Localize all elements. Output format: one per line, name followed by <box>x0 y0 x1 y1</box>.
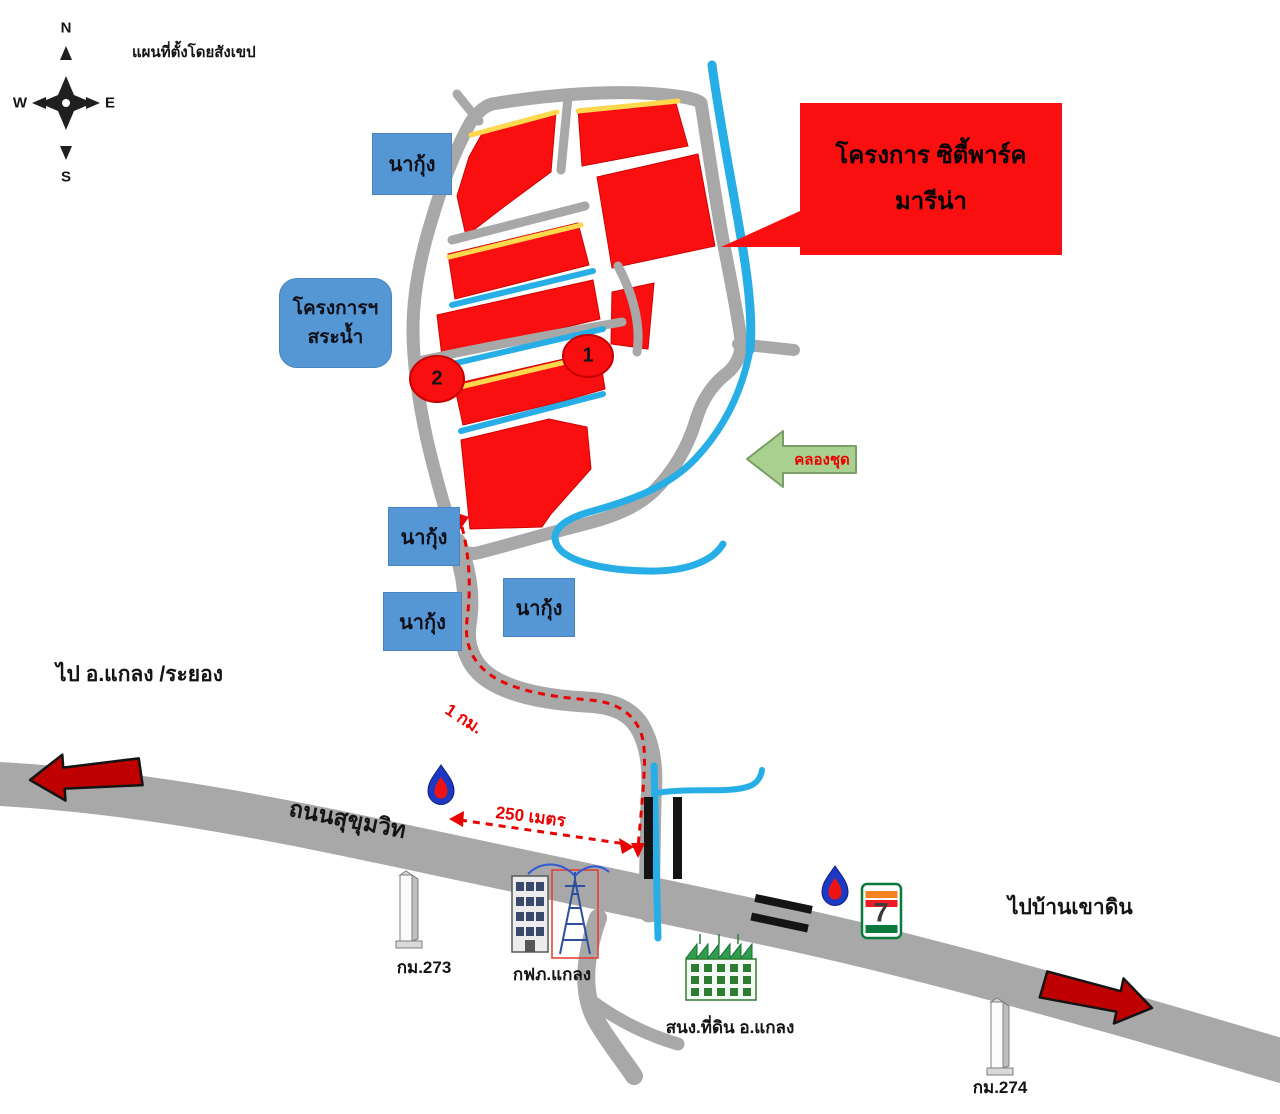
direction-west-label: ไป อ.แกลง /ระยอง <box>56 663 223 686</box>
project-callout-line2: มารีน่า <box>894 188 968 215</box>
inner-canal <box>458 391 606 434</box>
power-lines <box>527 863 610 877</box>
km273-label: กม.273 <box>396 958 452 977</box>
plot-polygon <box>436 279 601 358</box>
callout-pointer <box>721 211 800 247</box>
route-dashed-line <box>459 526 646 849</box>
plot-polygon <box>596 153 716 269</box>
inner-canal <box>449 268 596 308</box>
direction-arrow-west <box>28 753 144 802</box>
km274-label: กม.274 <box>972 1078 1028 1097</box>
compass-e-label: E <box>104 94 116 112</box>
canal-loop <box>551 346 754 575</box>
plot-polygon <box>456 111 557 237</box>
bridge-marker-canal <box>644 797 682 879</box>
tower-highlight-box <box>551 869 599 959</box>
km273-post-icon <box>395 870 423 949</box>
project-pond-label: โครงการฯ สระน้ำ <box>279 278 392 368</box>
compass-south-arrow <box>60 146 72 160</box>
land-office-icon <box>685 934 757 1001</box>
gas-station-flame-icon-east <box>821 865 849 906</box>
route-arrowheads <box>449 511 645 858</box>
canal-arrow-label: คลองชุด <box>794 451 850 469</box>
shrimp-farm-text: นากุ้ง <box>515 597 563 620</box>
project-plots <box>436 99 716 530</box>
direction-east-label: ไปบ้านเขาดิน <box>1008 896 1133 919</box>
pea-label: กฟภ.แกลง <box>512 965 592 984</box>
compass-n-label: N <box>60 19 72 37</box>
seven-eleven-icon <box>860 882 903 940</box>
project-callout-line1: โครงการ ซิตี้พาร์ค <box>835 142 1027 170</box>
pea-office-icon <box>511 863 610 959</box>
direction-arrow-east <box>1038 970 1154 1025</box>
pond-text-line1: โครงการฯ <box>292 297 379 319</box>
plot-polygon <box>447 222 590 300</box>
shrimp-farm-text: นากุ้ง <box>400 526 448 549</box>
km274-post-icon <box>986 997 1014 1076</box>
sukhumvit-road <box>0 761 1280 1084</box>
map-note: แผนที่ตั้งโดยสังเขป <box>132 44 256 61</box>
plot-1-number: 1 <box>582 344 594 367</box>
compass-north-arrow <box>60 46 72 60</box>
shrimp-farm-label-4: นากุ้ง <box>503 578 575 637</box>
south-branch-road <box>577 909 643 1085</box>
plot-polygon <box>460 418 592 530</box>
plot-2-number: 2 <box>431 367 443 390</box>
shrimp-farm-label-3: นากุ้ง <box>383 592 462 651</box>
plot-number-markers <box>409 334 614 403</box>
waterways <box>436 60 765 942</box>
compass-w-label: W <box>12 94 28 112</box>
river <box>707 60 756 355</box>
compass-s-label: S <box>60 168 72 186</box>
seven-eleven-number: 7 <box>873 897 889 928</box>
compass-rose <box>32 46 100 160</box>
south-spur-road <box>583 993 685 1051</box>
project-callout: โครงการ ซิตี้พาร์ค มารีน่า <box>800 103 1062 255</box>
project-access-road <box>445 532 663 923</box>
canal-arrow <box>746 430 857 488</box>
land-office-label: สนง.ที่ดิน อ.แกลง <box>665 1018 795 1037</box>
canal-branch <box>653 767 765 796</box>
bridge-marker-road <box>750 894 813 933</box>
inner-canal <box>436 326 606 370</box>
shrimp-farm-label-1: นากุ้ง <box>372 133 452 195</box>
shrimp-farm-label-2: นากุ้ง <box>388 507 460 566</box>
gas-station-flame-icon-west <box>427 764 455 805</box>
shrimp-farm-text: นากุ้ง <box>388 154 436 176</box>
transmission-tower-icon <box>559 872 591 955</box>
shrimp-farm-text: นากุ้ง <box>399 611 446 634</box>
pond-text-line2: สระน้ำ <box>307 327 364 348</box>
